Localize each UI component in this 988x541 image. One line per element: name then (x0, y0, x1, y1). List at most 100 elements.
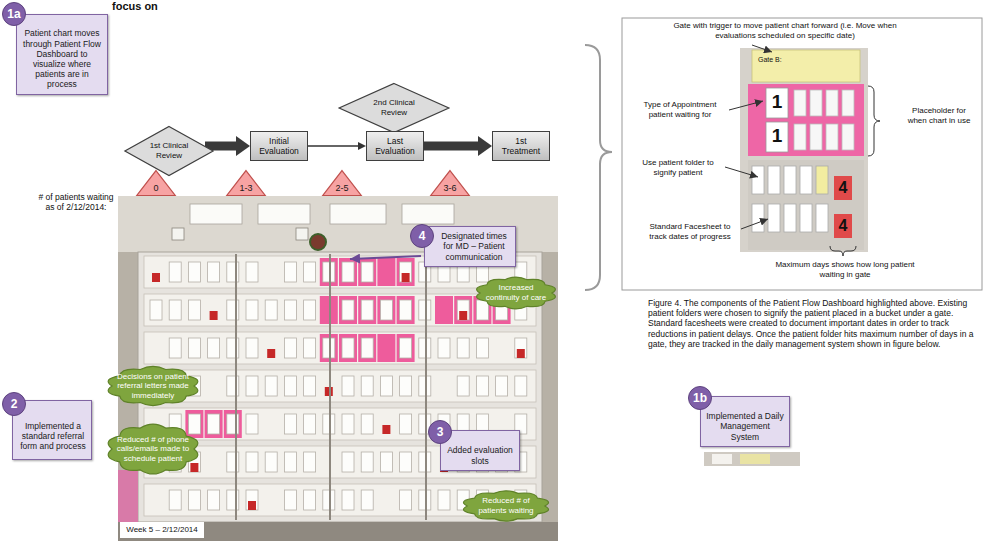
pocket-row (144, 446, 536, 478)
phone-sign (296, 228, 308, 240)
callout-text-block: Designated times for MD – Patient commun… (437, 231, 511, 262)
callout-box: Designated times for MD – Patient commun… (424, 226, 516, 267)
max-days-number: 4 (834, 216, 852, 235)
section-heading: focus on (112, 0, 202, 13)
gate-divider (425, 254, 427, 520)
facesheet-card (246, 414, 258, 434)
facesheet-card (265, 376, 277, 396)
facesheet-card (342, 490, 354, 510)
callout-number-block: 1b (689, 391, 711, 405)
facesheet-card (400, 262, 412, 282)
dashboard-photo (118, 196, 558, 541)
facesheet-card (323, 262, 335, 282)
facesheet-card (284, 376, 296, 396)
flow-arrow (424, 142, 478, 151)
facesheet-card (169, 262, 181, 282)
facesheet-card (361, 300, 373, 320)
facesheet-card (284, 452, 296, 472)
facesheet-card (246, 452, 258, 472)
pink-folder (358, 258, 376, 286)
facesheet-card (342, 300, 354, 320)
facesheet-card (284, 300, 296, 320)
facesheet-card (419, 490, 431, 510)
process-label: Initial Evaluation (254, 136, 304, 156)
decision-diamond-shape (125, 127, 213, 176)
gate-divider (235, 254, 237, 520)
callout-circle: 2 (2, 392, 26, 416)
pocket-row (144, 332, 536, 364)
waiting-count: 0 (144, 183, 168, 194)
pink-folder (205, 410, 223, 438)
process-label-block: Last Evaluation (370, 136, 420, 156)
facesheet-card (304, 376, 316, 396)
management-photo-fragment (704, 452, 800, 466)
facesheet-card (515, 376, 527, 396)
max-days-number: 4 (834, 178, 852, 197)
placeholder-card (810, 124, 822, 150)
waiting-count-triangle-shape (227, 171, 265, 196)
facesheet-card (169, 300, 181, 320)
facesheet-card (400, 414, 412, 434)
pink-folder (435, 296, 453, 324)
management-photo-fragment (740, 454, 770, 464)
decision-label: 1st Clinical Review (142, 141, 196, 160)
waiting-count-block: 2-5 (330, 183, 354, 194)
callout-text: Patient chart moves through Patient Flow… (23, 28, 101, 89)
callout-text: Added evaluation slots (445, 445, 515, 465)
pink-folder (377, 296, 395, 324)
photo-caption: Week 5 – 2/12/2014 (123, 525, 201, 535)
day-tag (402, 273, 410, 282)
leader-line (752, 45, 772, 52)
facesheet-card (380, 300, 392, 320)
waiting-count-block: 3-6 (438, 183, 462, 194)
leader-line (725, 167, 758, 177)
facesheet-card (284, 262, 296, 282)
callout-number: 1a (3, 7, 25, 21)
inset-photo (740, 48, 868, 252)
facesheet-card (342, 452, 354, 472)
facesheet-card (265, 452, 277, 472)
zoom-bracket (585, 45, 612, 290)
facesheet-card (188, 300, 200, 320)
pocket-row (144, 370, 536, 402)
facesheet-card (265, 300, 277, 320)
folder-bucket (748, 160, 864, 250)
facesheet-card (515, 338, 527, 358)
patient-folder (784, 204, 796, 232)
facesheet-card (400, 300, 412, 320)
placeholder-card (810, 90, 822, 116)
day-tag (248, 501, 256, 510)
phone-sign (172, 228, 184, 240)
pink-folder (339, 296, 357, 324)
waiting-count: 2-5 (330, 183, 354, 194)
patient-folder (752, 166, 764, 194)
facesheet-card (419, 452, 431, 472)
day-tag (459, 311, 467, 320)
facesheet-card (361, 338, 373, 358)
placeholder-card (826, 124, 838, 150)
waiting-count-block: 0 (144, 183, 168, 194)
callout-circle: 4 (410, 224, 434, 248)
outcome-text-block: Increased continuity of care (483, 283, 549, 302)
outcome-text-block: Reduced # of patients waiting (470, 496, 541, 515)
facesheet-card (361, 490, 373, 510)
process-box: Last Evaluation (366, 131, 424, 161)
callout-number-block: 3 (429, 425, 451, 439)
facesheet-card (323, 338, 335, 358)
gate-card (752, 50, 860, 82)
pink-folder (339, 334, 357, 362)
decision-label-block: 1st Clinical Review (142, 141, 196, 160)
decision-diamond-shape (339, 84, 449, 133)
count-heading: # of patients waiting as of 2/12/2014: (34, 192, 118, 212)
facesheet-card (284, 414, 296, 434)
process-label: Last Evaluation (370, 136, 420, 156)
facesheet-card (208, 338, 220, 358)
outcome-cloud: Reduced # of phone calls/emails made to … (96, 416, 210, 482)
patient-folder (816, 204, 828, 232)
pink-folder (377, 334, 395, 362)
photo-caption-box: Week 5 – 2/12/2014 (120, 522, 204, 538)
facesheet-card (400, 452, 412, 472)
process-label-block: 1st Treatment (496, 136, 546, 156)
facesheet-card (246, 300, 258, 320)
